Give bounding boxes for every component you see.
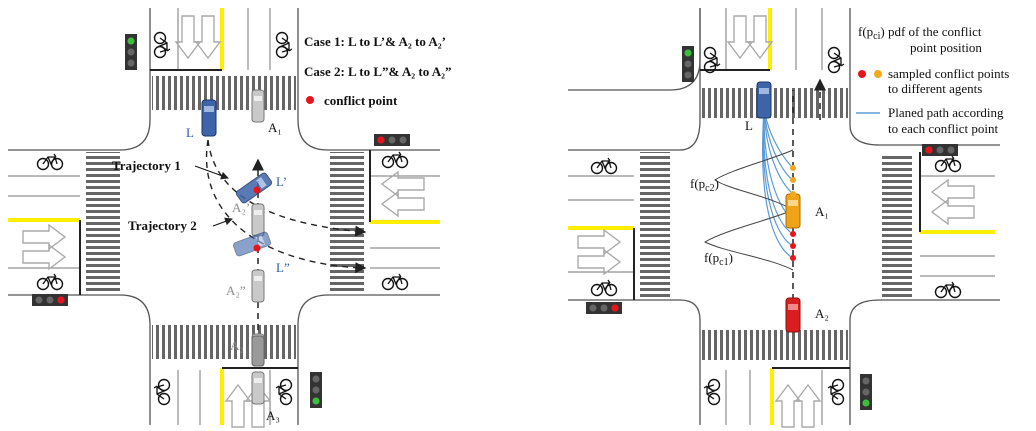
legend-path-line2: to each conflict point (888, 121, 998, 136)
bike-icon (934, 281, 962, 299)
label-A2: A₂ (230, 338, 244, 353)
label-A1: A₁ (815, 204, 829, 219)
vehicle-A3 (251, 371, 265, 405)
vehicle-A1 (251, 89, 265, 123)
legend-conflict: conflict point (324, 93, 398, 108)
label-fpc1: f(pc1) (704, 250, 733, 268)
crosswalk-west (640, 152, 670, 298)
bike-icon (381, 151, 409, 169)
vehicle-A2 (785, 297, 801, 333)
legend-case-2: Case 2: L to L”& A₂ to A₂” (304, 64, 452, 79)
conflict-point (253, 244, 261, 252)
conflict-point (790, 191, 796, 197)
label-L: L (745, 118, 753, 133)
legend-pdf-line2: point position (910, 40, 982, 55)
bike-icon (381, 273, 409, 291)
conflict-point (790, 231, 796, 237)
legend-sampled: sampled conflict points (888, 66, 1009, 81)
label-trajectory-2: Trajectory 2 (128, 218, 197, 233)
vehicle-A2-prime (251, 203, 265, 237)
vehicle-L (201, 99, 217, 137)
bike-icon (703, 378, 721, 406)
crosswalk-north (702, 88, 848, 118)
right-intersection (568, 8, 1000, 428)
legend-path: Planed path according (888, 105, 1004, 120)
crosswalk-west (86, 152, 120, 293)
label-trajectory-1: Trajectory 1 (112, 158, 181, 173)
bike-icon (36, 153, 64, 171)
legend-case-1: Case 1: L to L’& A₂ to A₂’ (304, 34, 446, 49)
label-L-prime: L’ (276, 174, 287, 189)
bike-icon (590, 157, 618, 175)
bike-icon (827, 378, 845, 406)
legend-orange-dot (874, 70, 882, 78)
bike-icon (153, 378, 171, 406)
conflict-point (790, 255, 796, 261)
bike-icon (36, 273, 64, 291)
crosswalk-south (702, 330, 848, 360)
crosswalk-south (152, 325, 296, 359)
conflict-point (253, 186, 261, 194)
conflict-point (790, 165, 796, 171)
trajectory-1-path (207, 139, 367, 237)
label-A1: A₁ (268, 120, 282, 135)
bike-icon (275, 378, 293, 406)
legend-conflict-dot (306, 96, 314, 104)
bike-icon (153, 31, 171, 59)
vehicle-A2-double-prime (251, 269, 265, 303)
crosswalk-east (882, 154, 912, 298)
legend-red-dot (858, 70, 866, 78)
bike-icon (590, 279, 618, 297)
pdf-curve-c2 (714, 149, 794, 211)
bike-icon (827, 46, 845, 74)
vehicle-A1 (785, 193, 801, 229)
crosswalk-north (152, 76, 296, 110)
conflict-point (790, 243, 796, 249)
legend-pdf: f(pci) pdf of the conflict (858, 24, 982, 42)
label-A2-double-prime: A₂” (226, 283, 246, 298)
conflict-point (790, 177, 796, 183)
label-A3: A₃ (266, 408, 280, 423)
bike-icon (275, 31, 293, 59)
label-fpc2: f(pc2) (690, 176, 719, 194)
label-A2-prime: A₂’ (232, 200, 250, 215)
bike-icon (703, 46, 721, 74)
bike-icon (934, 155, 962, 173)
planned-paths (762, 109, 794, 259)
label-L: L (186, 125, 194, 140)
crosswalk-east (330, 152, 364, 293)
left-intersection (8, 8, 440, 428)
vehicle-L (756, 81, 772, 119)
label-A2: A₂ (815, 306, 829, 321)
legend-sampled-line2: to different agents (888, 81, 982, 96)
pdf-curve-c1 (703, 209, 794, 271)
label-L-double-prime: L” (276, 260, 290, 275)
